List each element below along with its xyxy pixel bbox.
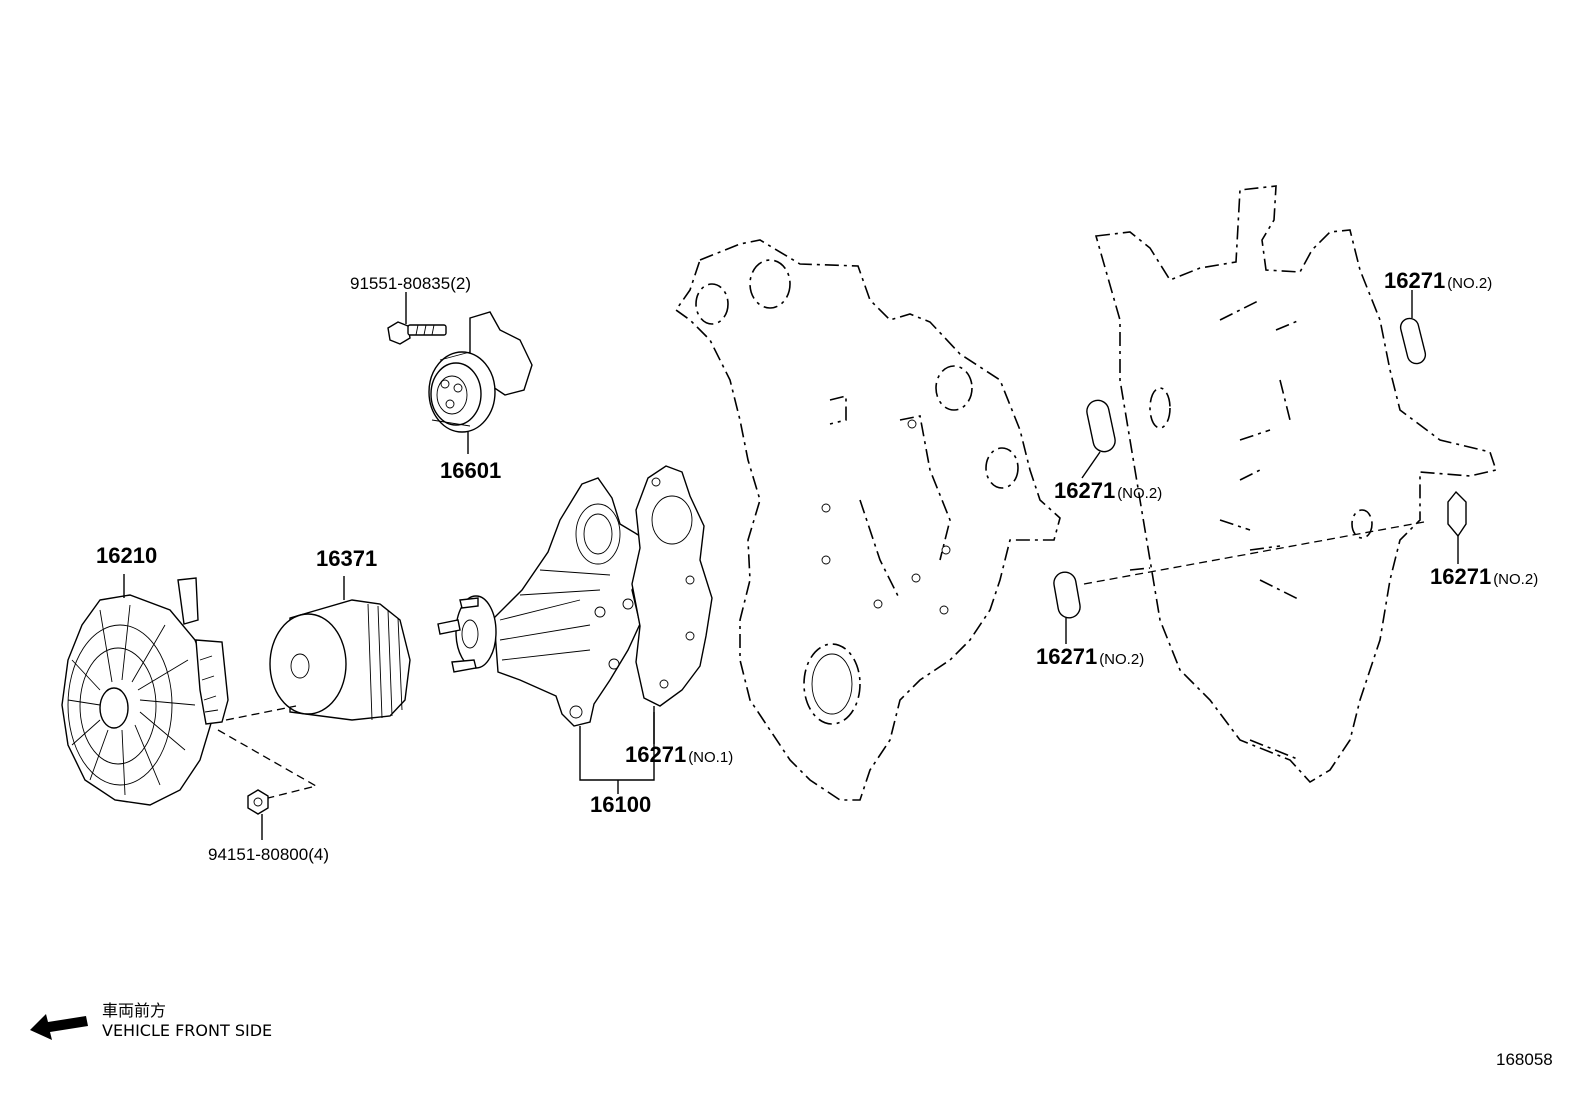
pulley-part-number[interactable]: 16371 — [316, 546, 377, 571]
gasket-no2-c-part-number: 16271 — [1036, 644, 1097, 669]
gasket-no2-a-part-number: 16271 — [1384, 268, 1445, 293]
gasket-no2-d-suffix: (NO.2) — [1493, 571, 1538, 588]
fan-to-nut-line — [217, 729, 318, 799]
illustration-code: 168058 — [1496, 1050, 1553, 1069]
pulley-part[interactable] — [269, 599, 411, 721]
water-pump-part[interactable] — [437, 477, 643, 727]
pump-gasket-no1-label[interactable]: 16271(NO.1) — [625, 742, 733, 767]
nut-part-number[interactable]: 94151-80800(4) — [208, 845, 329, 864]
gasket-no2-b-part-number: 16271 — [1054, 478, 1115, 503]
gasket-no2-a-label[interactable]: 16271(NO.2) — [1384, 268, 1492, 293]
direction-jp-label: 車両前方 — [102, 1001, 166, 1020]
gasket-alignment-line — [1083, 521, 1425, 585]
tensioner-part-number[interactable]: 16601 — [440, 458, 501, 483]
gasket-no2-d-label[interactable]: 16271(NO.2) — [1430, 564, 1538, 589]
engine-block-phantom — [1094, 185, 1498, 784]
gasket-no2-d-part[interactable] — [1447, 490, 1467, 538]
pump-gasket-no1-part-number: 16271 — [625, 742, 686, 767]
direction-en-label: VEHICLE FRONT SIDE — [102, 1021, 272, 1040]
bolt-part[interactable] — [387, 321, 447, 345]
gasket-no2-c-suffix: (NO.2) — [1099, 651, 1144, 668]
fan-clutch-part[interactable] — [61, 577, 229, 806]
timing-cover-phantom — [674, 239, 1061, 801]
vehicle-front-arrow-icon — [30, 1014, 88, 1040]
gasket-no2-c-label[interactable]: 16271(NO.2) — [1036, 644, 1144, 669]
gasket-no2-b-part[interactable] — [1085, 398, 1117, 453]
gasket-no2-b-leader — [1081, 451, 1101, 479]
water-pump-part-number[interactable]: 16100 — [590, 792, 651, 817]
tensioner-part[interactable] — [428, 311, 533, 433]
gasket-no2-b-suffix: (NO.2) — [1117, 485, 1162, 502]
gasket-no2-a-suffix: (NO.2) — [1447, 275, 1492, 292]
nut-part[interactable] — [247, 789, 269, 815]
pump-gasket-no1-suffix: (NO.1) — [688, 749, 733, 766]
gasket-no2-a-part[interactable] — [1399, 317, 1428, 366]
gasket-no2-b-label[interactable]: 16271(NO.2) — [1054, 478, 1162, 503]
gasket-no2-c-part[interactable] — [1052, 570, 1082, 619]
bolt-part-number[interactable]: 91551-80835(2) — [350, 274, 471, 293]
fan-to-pulley-line — [225, 705, 297, 721]
water-pump-bracket — [579, 712, 655, 781]
pump-gasket-no1-part[interactable] — [631, 465, 713, 707]
gasket-no2-d-part-number: 16271 — [1430, 564, 1491, 589]
fan-clutch-part-number[interactable]: 16210 — [96, 543, 157, 568]
